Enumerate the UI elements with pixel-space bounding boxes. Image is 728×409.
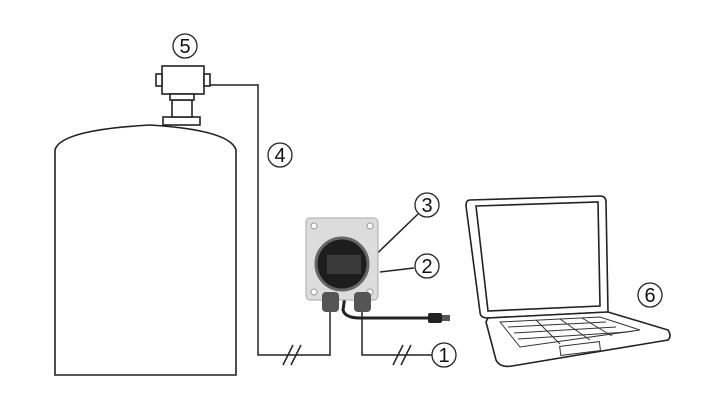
callout-6-label: 6: [644, 285, 655, 307]
power-cable: [361, 312, 432, 356]
break-marks-4: [282, 344, 302, 366]
level-sensor: [155, 65, 211, 101]
tank-neck: [171, 99, 193, 118]
callout-2: 2: [414, 253, 440, 279]
callout-1: 1: [431, 342, 457, 368]
tank: [54, 99, 237, 376]
sensor-cable: [210, 84, 331, 356]
transmitter-device: [305, 217, 379, 312]
callout-5-label: 5: [179, 36, 190, 58]
touchpad: [559, 341, 602, 356]
usb-plug: [428, 313, 450, 323]
cables: [210, 84, 432, 366]
display-window: [327, 255, 361, 274]
keyboard: [498, 316, 641, 348]
callout-3-label: 3: [421, 195, 432, 217]
callout-3: 3: [414, 192, 440, 218]
break-marks-1: [392, 344, 412, 366]
leader-2: [379, 267, 415, 273]
callout-6: 6: [637, 282, 663, 308]
laptop: [465, 195, 671, 368]
cable-gland-right: [354, 292, 371, 312]
callout-1-label: 1: [438, 345, 449, 367]
callout-4: 4: [267, 142, 293, 168]
cable-gland-left: [322, 292, 339, 312]
callout-4-label: 4: [274, 145, 285, 167]
tank-flange: [162, 116, 201, 126]
usb-cable: [341, 295, 430, 320]
callout-5: 5: [172, 33, 198, 59]
laptop-screen: [475, 201, 601, 312]
callout-2-label: 2: [421, 256, 432, 278]
